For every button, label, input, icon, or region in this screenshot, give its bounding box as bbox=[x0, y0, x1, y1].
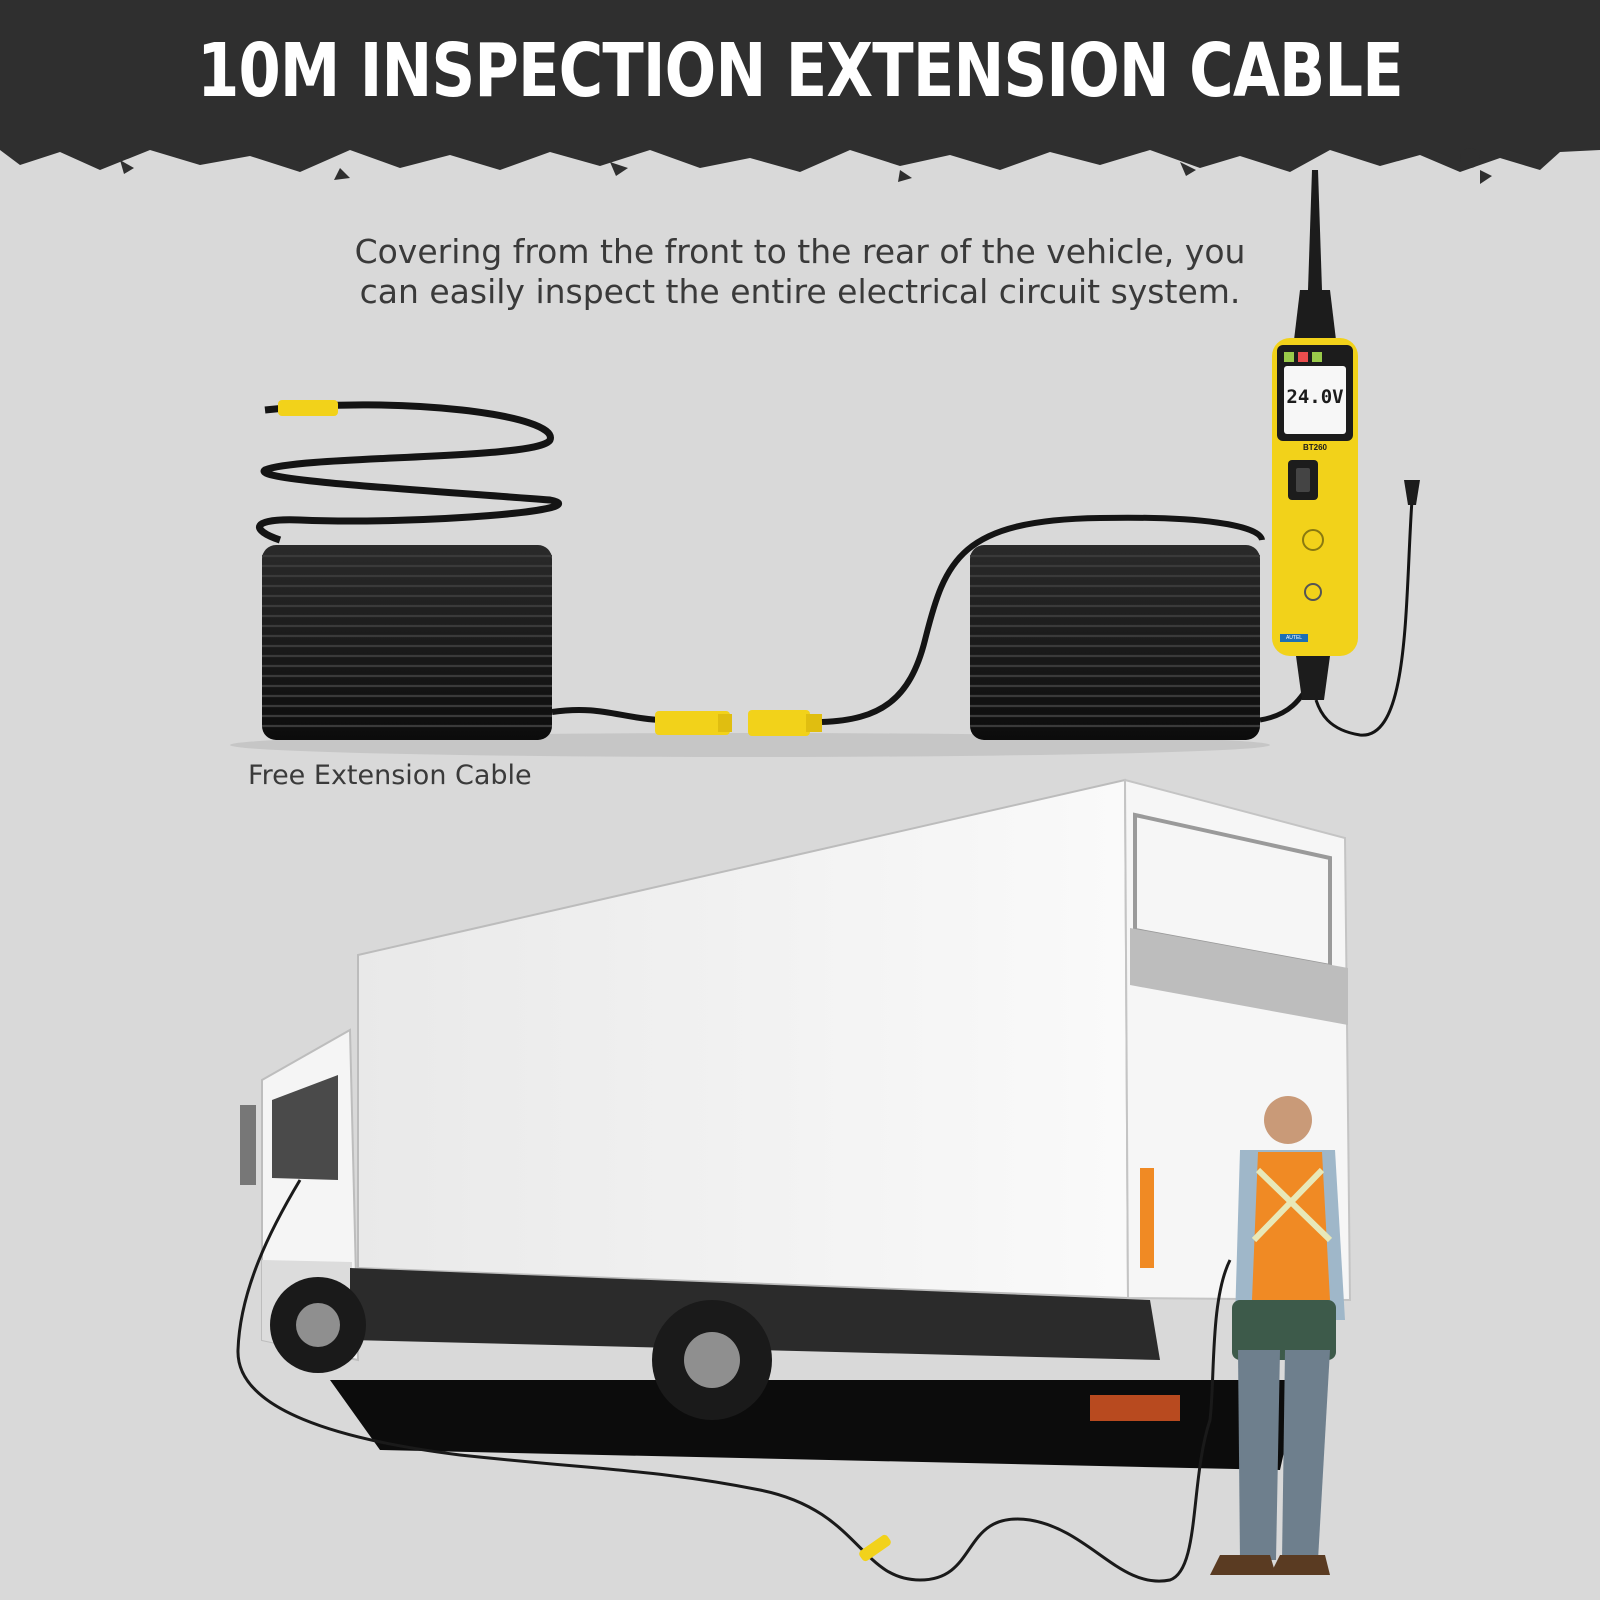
description-line-2: can easily inspect the entire electrical… bbox=[359, 272, 1241, 311]
power-probe-tester bbox=[1272, 170, 1420, 737]
truck bbox=[240, 778, 1352, 1470]
technician-figure bbox=[1210, 1096, 1345, 1575]
test-button-icon bbox=[1302, 529, 1324, 551]
cable-connector-pair bbox=[655, 710, 822, 736]
extension-cable-coil bbox=[256, 400, 661, 740]
cable-connector-icon bbox=[278, 400, 338, 416]
test-lead-cable bbox=[236, 1179, 1232, 1583]
description-text: Covering from the front to the rear of t… bbox=[300, 232, 1300, 312]
tester-display-reading: 24.0V bbox=[1286, 386, 1344, 408]
tester-brand-label: AUTEL bbox=[1285, 635, 1303, 641]
settings-icon bbox=[1304, 583, 1322, 601]
alligator-clip-icon bbox=[1404, 480, 1420, 505]
tester-cable-coil bbox=[821, 514, 1315, 740]
extension-cable-label: Free Extension Cable bbox=[248, 760, 532, 791]
header-banner bbox=[0, 0, 1600, 184]
description-line-1: Covering from the front to the rear of t… bbox=[354, 232, 1246, 271]
tester-model-label: BT260 bbox=[1302, 443, 1327, 452]
page-title: 10M INSPECTION EXTENSION CABLE bbox=[197, 28, 1404, 114]
